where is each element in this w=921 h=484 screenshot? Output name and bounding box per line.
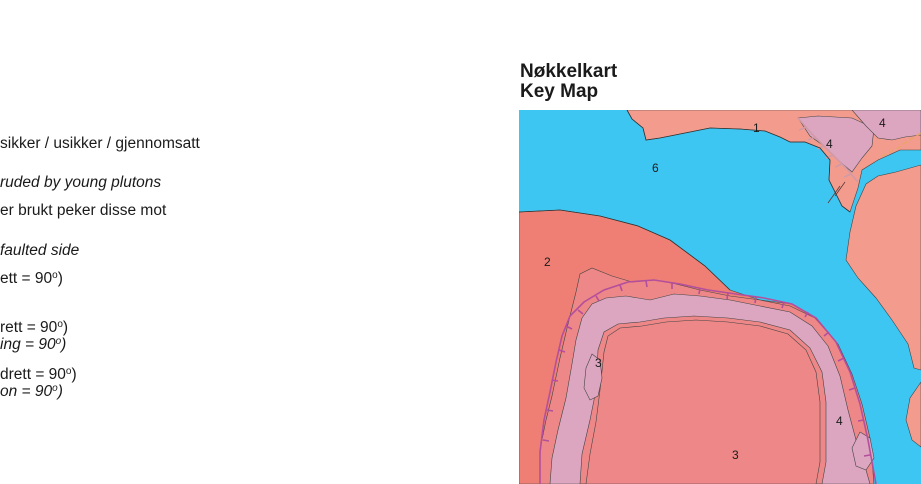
key-map-title: Nøkkelkart Key Map xyxy=(520,62,617,102)
key-map-title-no: Nøkkelkart xyxy=(520,61,618,82)
legend-line-intruded: ruded by young plutons xyxy=(0,174,162,191)
thrust-line xyxy=(539,279,877,484)
legend-line-vertical-1: ett = 90o) xyxy=(0,270,63,287)
unit-1-east-lobe xyxy=(905,381,921,448)
thrust-line-teeth xyxy=(542,280,871,457)
unit-4-ring-area xyxy=(549,293,871,484)
unit-1-east-area xyxy=(845,164,921,371)
fault-line-dashed xyxy=(881,132,921,157)
legend-line-contact: sikker / usikker / gjennomsatt xyxy=(0,135,200,152)
unit-label-1: 1 xyxy=(753,121,760,135)
fault-line-north xyxy=(797,117,859,183)
legend-line-foliation: on = 90o) xyxy=(0,383,63,400)
unit-label-3-ring: 3 xyxy=(595,356,602,370)
unit-label-4-northeast: 4 xyxy=(879,116,886,130)
legend-line-pointer: er brukt peker disse mot xyxy=(0,202,167,219)
unit-4-northeast-area xyxy=(851,110,921,141)
unit-label-3-core: 3 xyxy=(732,448,739,462)
unit-label-2: 2 xyxy=(544,255,551,269)
legend-line-faulted-side: faulted side xyxy=(0,242,80,259)
legend-line-vertical-2: rett = 90o) xyxy=(0,319,69,336)
legend-line-bedding: ing = 90o) xyxy=(0,336,67,353)
legend-line-vertical-3: drett = 90o) xyxy=(0,366,77,383)
unit-label-4-north: 4 xyxy=(826,137,833,151)
unit-label-6: 6 xyxy=(652,161,659,175)
unit-label-4-east: 4 xyxy=(836,414,843,428)
unit-3-core-area xyxy=(585,319,821,484)
key-map-title-en: Key Map xyxy=(520,81,599,102)
unit-4-north-area xyxy=(797,115,875,173)
unit-4-inner-blob xyxy=(583,353,603,401)
